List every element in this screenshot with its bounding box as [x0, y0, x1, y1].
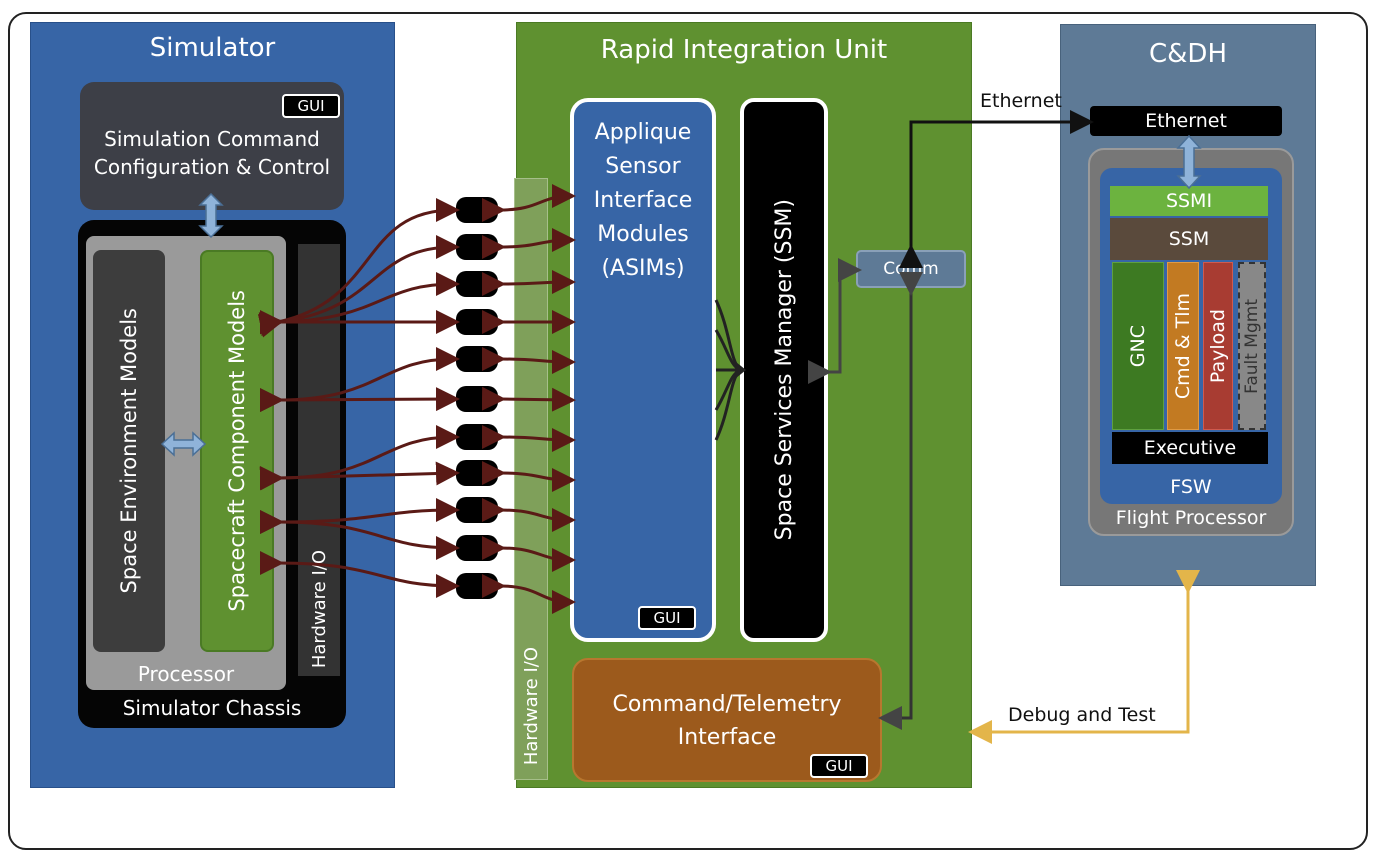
- cdh-title: C&DH: [1149, 39, 1227, 69]
- simulation-command-box: Simulation Command Configuration & Contr…: [80, 82, 344, 210]
- fsw-label-box: FSW: [1100, 472, 1282, 502]
- asim-line5: (ASIMs): [601, 256, 685, 281]
- asim-line2: Sensor: [605, 154, 681, 179]
- flight-processor-label-box: Flight Processor: [1088, 504, 1294, 532]
- cdh-ssm-bar: SSM: [1110, 218, 1268, 260]
- asim-line3: Interface: [593, 188, 693, 213]
- cdh-ethernet-bar: Ethernet: [1090, 106, 1282, 136]
- cdh-ethernet-label: Ethernet: [1145, 110, 1227, 132]
- cdh-ssm-label: SSM: [1168, 228, 1210, 250]
- simulator-chassis-label-box: Simulator Chassis: [78, 692, 346, 724]
- processor-label: Processor: [137, 662, 235, 686]
- ssmi-bar: SSMI: [1110, 186, 1268, 216]
- ethernet-link-label: Ethernet: [980, 90, 1062, 112]
- simulation-command-line2: Configuration & Control: [93, 155, 331, 179]
- debug-and-test-label: Debug and Test: [1008, 704, 1156, 726]
- processor-label-box: Processor: [86, 658, 286, 690]
- app-cmd-tlm: Cmd & Tlm: [1167, 262, 1199, 430]
- asim-gui-badge[interactable]: GUI: [638, 606, 696, 630]
- riu-title: Rapid Integration Unit: [600, 35, 888, 65]
- cmd-tlm-interface-box: Command/Telemetry Interface GUI: [572, 658, 882, 782]
- simulator-title: Simulator: [149, 33, 276, 63]
- cmd-tlm-gui-badge[interactable]: GUI: [810, 754, 868, 778]
- ssmi-label: SSMI: [1165, 190, 1213, 212]
- flight-processor-label: Flight Processor: [1115, 507, 1267, 529]
- simulator-chassis-label: Simulator Chassis: [122, 696, 302, 720]
- cmd-tlm-line2: Interface: [677, 725, 777, 750]
- simulation-command-line1: Simulation Command: [104, 127, 320, 151]
- app-fault-mgmt: Fault Mgmt: [1238, 262, 1266, 430]
- app-gnc: GNC: [1112, 262, 1164, 430]
- cmd-tlm-line1: Command/Telemetry: [612, 692, 842, 717]
- asim-line4: Modules: [597, 222, 689, 247]
- fsw-label: FSW: [1170, 476, 1212, 498]
- app-payload: Payload: [1203, 262, 1233, 430]
- asim-line1: Applique: [594, 120, 692, 145]
- executive-label: Executive: [1143, 437, 1237, 459]
- space-environment-models: Space Environment Models: [93, 250, 165, 652]
- executive-bar: Executive: [1112, 432, 1268, 464]
- simulation-gui-badge[interactable]: GUI: [282, 94, 340, 118]
